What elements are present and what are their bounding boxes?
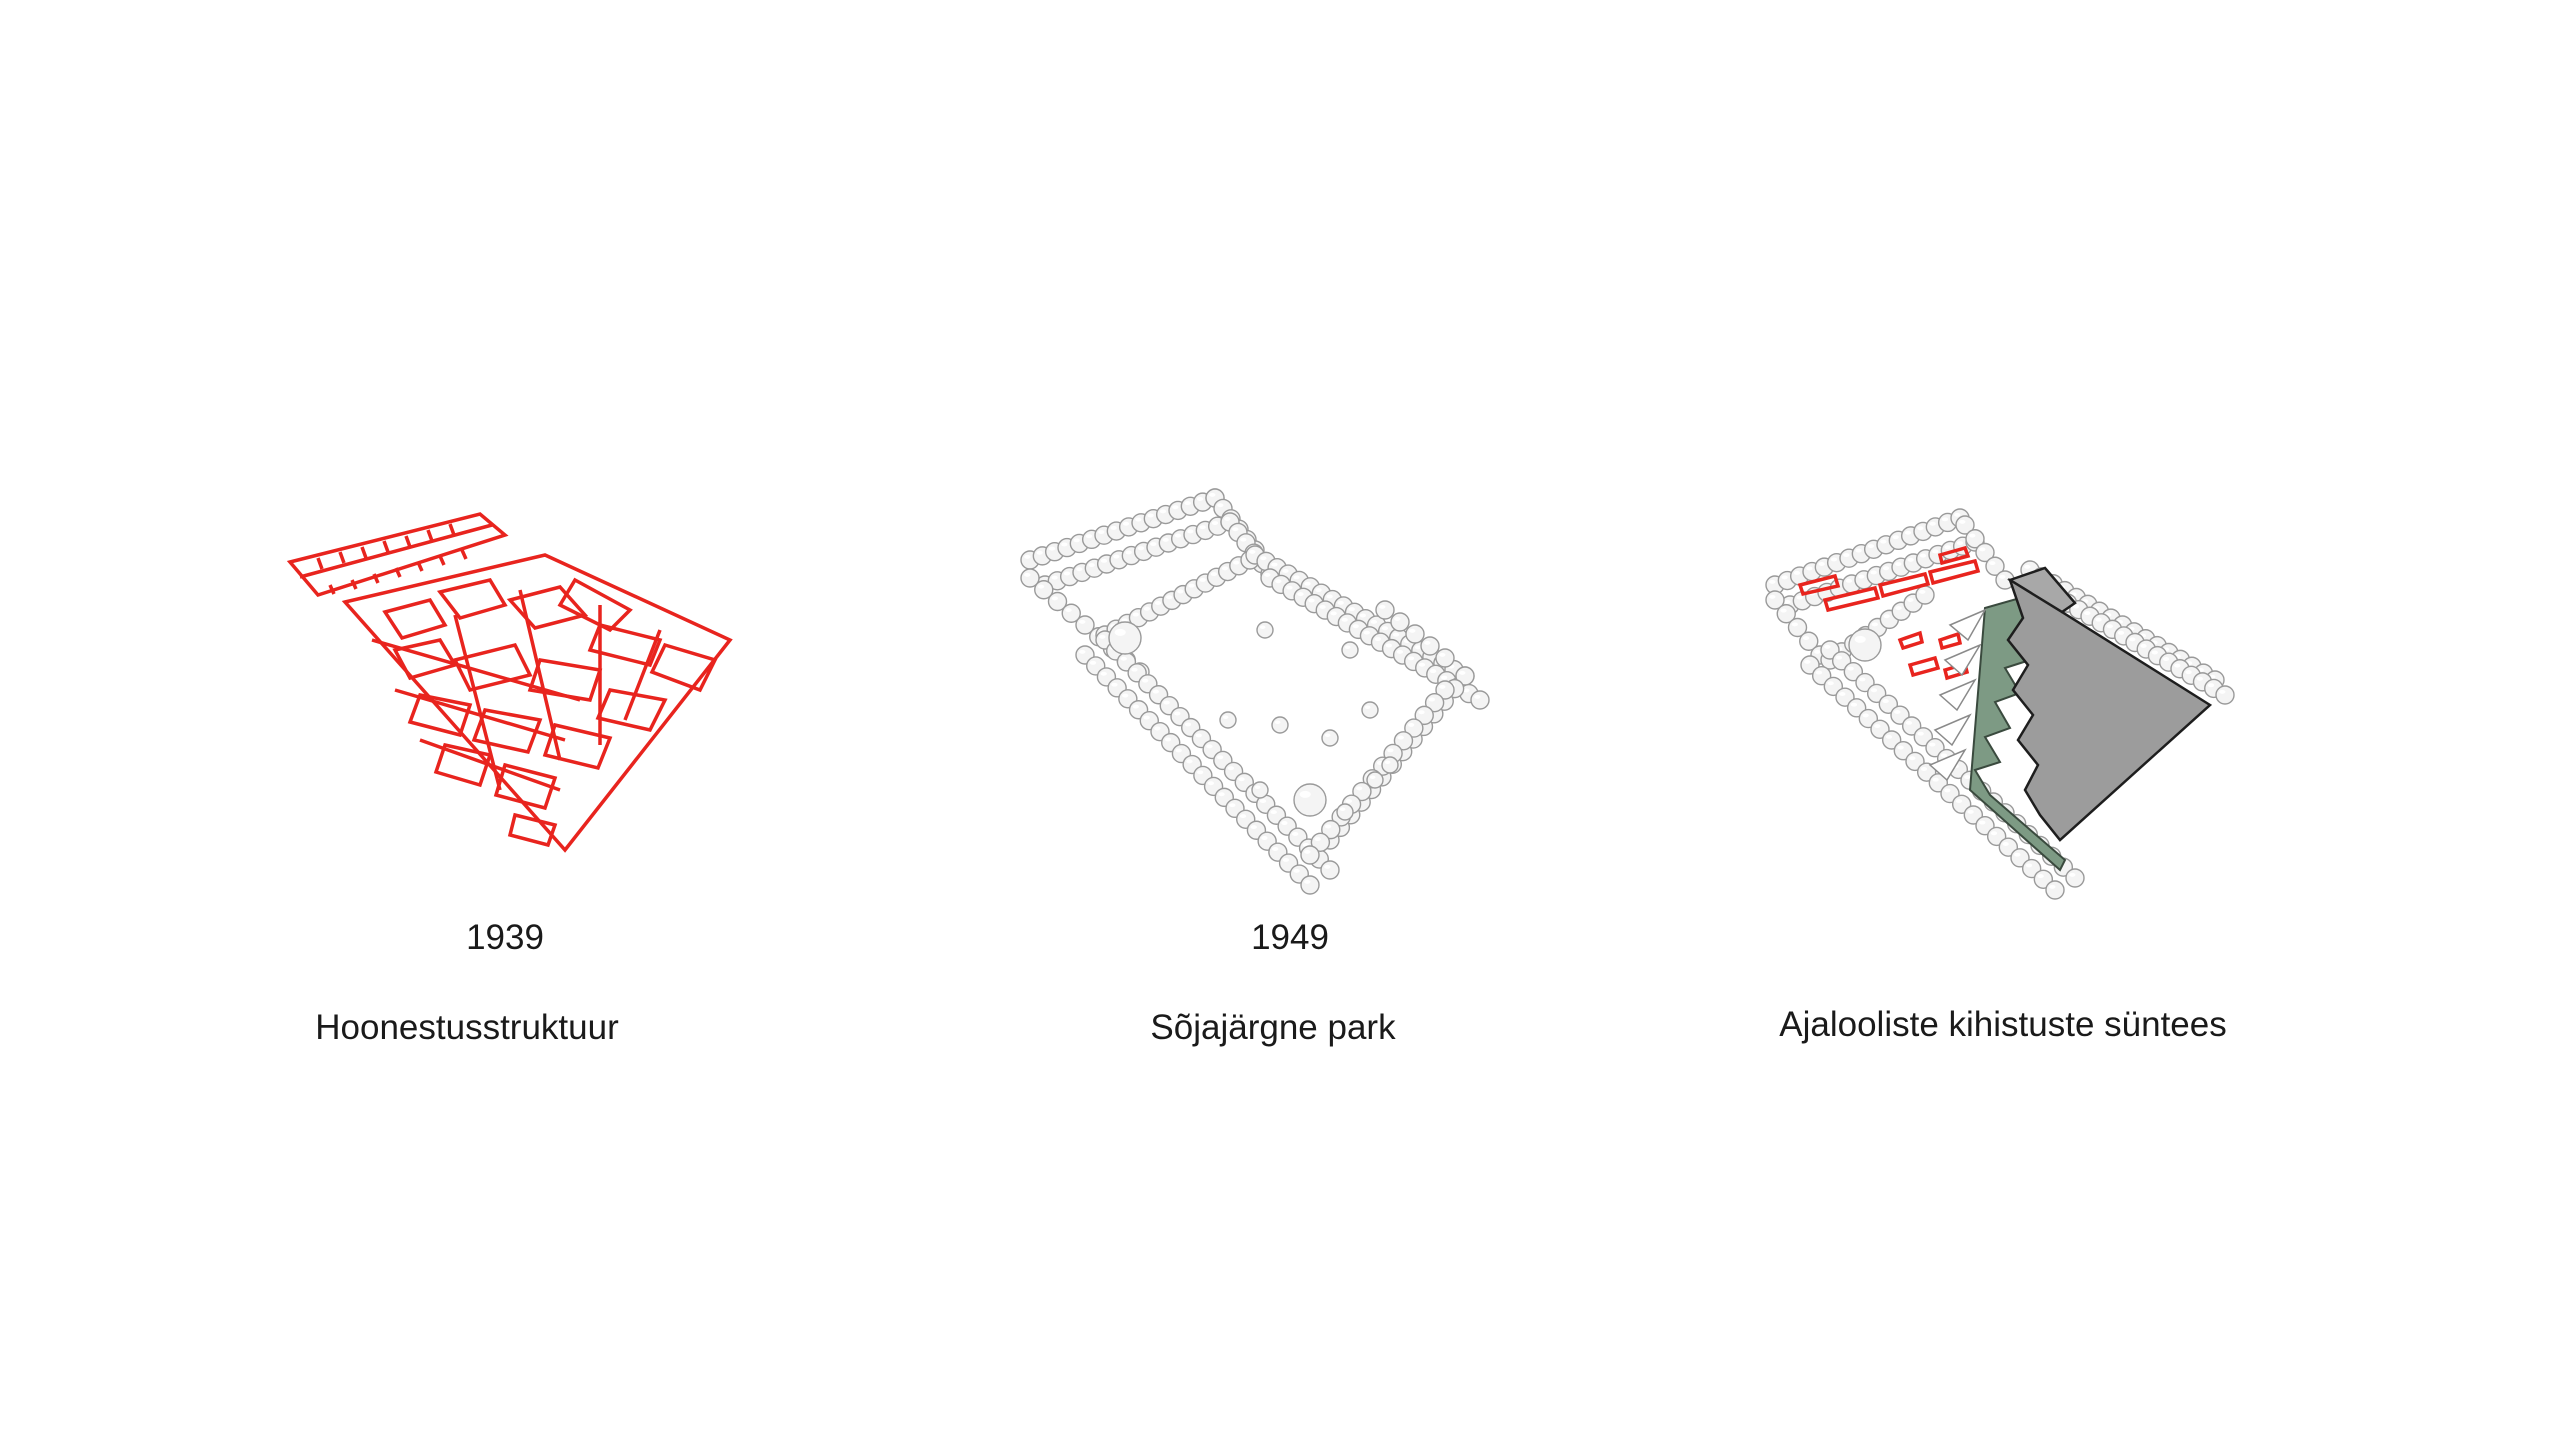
tree-canopy-icon bbox=[1915, 585, 1935, 605]
tree-canopy-icon bbox=[1034, 580, 1054, 600]
tree-canopy-icon bbox=[1435, 648, 1455, 668]
tree-canopy-icon bbox=[1336, 803, 1354, 821]
panel-1949-postwar-park bbox=[1020, 488, 1490, 895]
tree-canopy-icon bbox=[1251, 781, 1269, 799]
tree-canopy-icon bbox=[2215, 685, 2235, 705]
tree-canopy-icon bbox=[1776, 604, 1796, 624]
tree-canopy-icon bbox=[1965, 529, 1985, 549]
tree-canopy-icon bbox=[1455, 666, 1475, 686]
tree-canopy-icon bbox=[1020, 568, 1040, 588]
tree-canopy-icon bbox=[1765, 590, 1785, 610]
synthesis-red-building-fragments bbox=[1797, 545, 1981, 681]
north-strip-divider bbox=[299, 523, 493, 579]
plot-divisions bbox=[371, 589, 662, 792]
courtyard-building-13 bbox=[542, 722, 613, 771]
tree-canopy-icon bbox=[1787, 617, 1808, 638]
tree-canopy-icon bbox=[2045, 880, 2065, 900]
courtyard-building-12 bbox=[471, 708, 543, 755]
tree-canopy-icon bbox=[1310, 832, 1331, 853]
tree-canopy-icon bbox=[1955, 515, 1975, 535]
tree-canopy-icon bbox=[2065, 868, 2085, 888]
panel-1939-building-structure bbox=[286, 512, 733, 853]
tree-canopy-icon bbox=[1321, 819, 1341, 840]
panel-3-title: Ajalooliste kihistuste süntees bbox=[1779, 1005, 2227, 1044]
tree-canopy-icon bbox=[1271, 716, 1289, 734]
synthesis-white-steps bbox=[1928, 608, 1987, 782]
tree-canopy-icon bbox=[1470, 690, 1490, 710]
courtyard-building-14 bbox=[433, 742, 493, 788]
tree-canopy-icon bbox=[1256, 621, 1274, 639]
tree-canopy-icon bbox=[1799, 631, 1819, 651]
tree-canopy-icon bbox=[1835, 687, 1855, 707]
synthesis-grey-annex bbox=[2007, 566, 2077, 614]
tree-canopy-icon bbox=[1393, 731, 1414, 751]
panel-1-year-label: 1939 bbox=[466, 918, 544, 957]
tree-canopy-icon bbox=[1047, 591, 1068, 612]
tree-canopy-icon bbox=[1320, 860, 1340, 880]
panel-2-year-label: 1949 bbox=[1251, 918, 1329, 957]
tree-canopy-icon bbox=[1435, 680, 1455, 700]
courtyard-building-5 bbox=[587, 622, 663, 668]
courtyard-building-11 bbox=[407, 692, 473, 738]
courtyard-building-6 bbox=[649, 642, 718, 693]
north-strip-units-top bbox=[316, 523, 456, 570]
tree-canopy-icon bbox=[1414, 705, 1434, 726]
tree-canopy-icon bbox=[1366, 771, 1384, 789]
synthesis-grey-block bbox=[2006, 578, 2213, 842]
north-building-strip bbox=[286, 512, 509, 598]
tree-canopy-icon bbox=[1293, 783, 1327, 817]
courtyard-building-7 bbox=[392, 638, 458, 681]
tree-canopy-icon bbox=[1108, 621, 1142, 655]
panel-1-title: Hoonestusstruktuur bbox=[315, 1008, 619, 1047]
tree-canopy-icon bbox=[1404, 718, 1424, 738]
courtyard-building-10 bbox=[595, 688, 668, 733]
tree-canopy-icon bbox=[1300, 875, 1320, 895]
tree-canopy-icon bbox=[1341, 641, 1359, 659]
tree-canopy-icon bbox=[1985, 556, 2005, 576]
tree-canopy-icon bbox=[1352, 781, 1372, 802]
tree-canopy-icon bbox=[1061, 603, 1081, 623]
tree-canopy-icon bbox=[1361, 701, 1379, 719]
tree-canopy-icon bbox=[1075, 615, 1095, 635]
courtyard-building-16 bbox=[507, 812, 558, 848]
courtyard-building-8 bbox=[452, 642, 533, 693]
tree-canopy-icon bbox=[1300, 845, 1320, 865]
tree-canopy-icon bbox=[1219, 711, 1237, 729]
tree-canopy-icon bbox=[1848, 628, 1882, 662]
courtyard-building-2 bbox=[436, 577, 508, 621]
tree-canopy-icon bbox=[1424, 692, 1445, 713]
tree-canopy-icon bbox=[1420, 636, 1440, 656]
panel-2-title: Sõjajärgne park bbox=[1150, 1008, 1396, 1047]
tree-canopy-icon bbox=[1321, 729, 1339, 747]
tree-canopy-icon bbox=[1381, 756, 1399, 774]
courtyard-building-9 bbox=[527, 658, 603, 702]
courtyard-building-1 bbox=[382, 597, 448, 641]
tree-canopy-icon bbox=[1375, 600, 1395, 620]
panel-synthesis-layers bbox=[1765, 508, 2235, 900]
courtyard-building-4 bbox=[557, 577, 633, 633]
north-strip-units-bottom bbox=[328, 549, 468, 595]
tree-canopy-icon bbox=[1405, 624, 1425, 644]
tree-canopy-icon bbox=[1975, 542, 1995, 563]
tree-canopy-icon bbox=[1390, 612, 1410, 632]
